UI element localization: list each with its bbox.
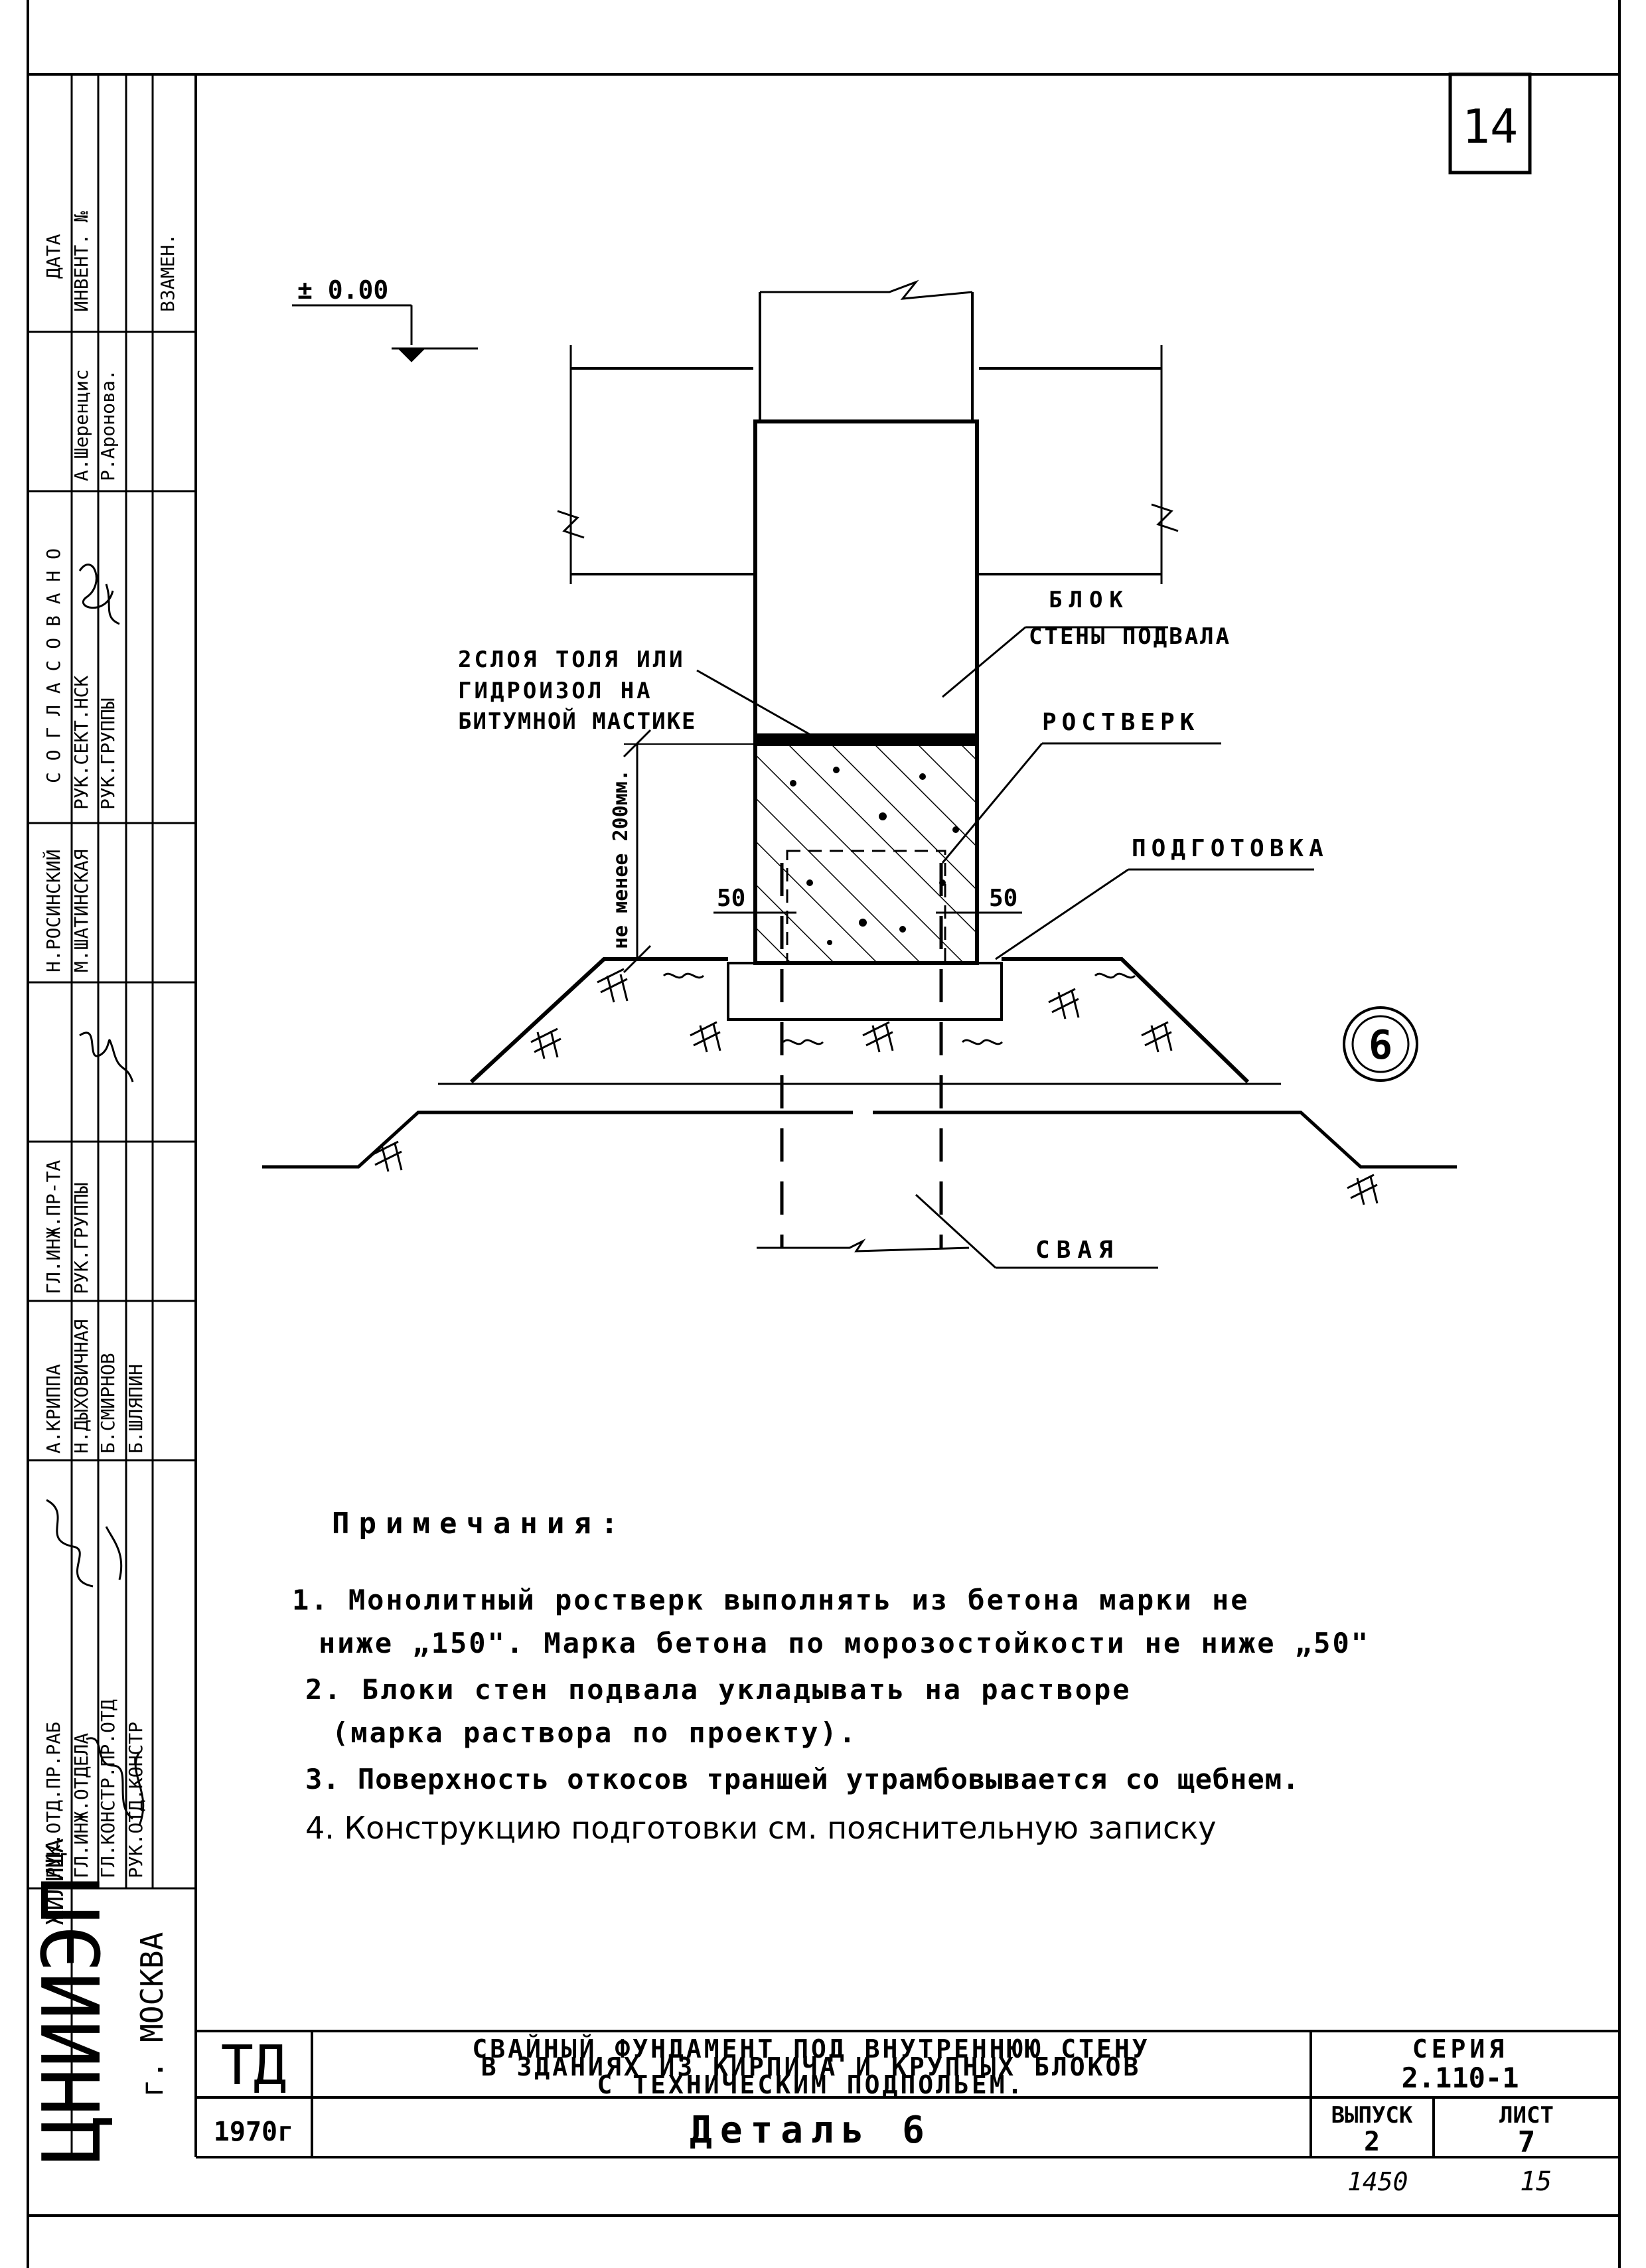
label-block-1: БЛОК — [1049, 587, 1130, 613]
level-mark: ± 0.00 — [297, 275, 388, 305]
note-3: 3. Поверхность откосов траншей утрамбовы… — [305, 1763, 1300, 1795]
notes: Примечания: 1. Монолитный ростверк выпол… — [292, 1507, 1370, 1846]
dim-right: 50 — [989, 885, 1017, 912]
issue-label: ВЫПУСК — [1331, 2102, 1413, 2129]
issue-value: 2 — [1364, 2127, 1380, 2157]
side-stamp-text: ДАТА ИНВЕНТ. № ВЗАМЕН. С О Г Л А С О В А… — [42, 211, 179, 1878]
note-2a: 2. Блоки стен подвала укладывать на раст… — [305, 1673, 1132, 1706]
svg-text:ИНВЕНТ. №: ИНВЕНТ. № — [70, 211, 92, 312]
dim-min-depth: не менее 200мм. — [609, 769, 633, 949]
svg-text:ГЛ.ИНЖ.ПР-ТА: ГЛ.ИНЖ.ПР-ТА — [42, 1160, 64, 1294]
bottom-right-code: 15 — [1520, 2166, 1552, 2197]
label-block-2: СТЕНЫ ПОДВАЛА — [1029, 623, 1231, 650]
svg-text:ВЗАМЕН.: ВЗАМЕН. — [157, 234, 179, 312]
doc-title-2: В ЗДАНИЯХ ИЗ КИРПИЧА И КРУПНЫХ БЛОКОВ — [481, 2052, 1141, 2081]
svg-text:Н.ДЫХОВИЧНАЯ: Н.ДЫХОВИЧНАЯ — [70, 1320, 92, 1454]
label-waterproofing-1: 2СЛОЯ ТОЛЯ ИЛИ — [458, 646, 686, 673]
note-1a: 1. Монолитный ростверк выполнять из бето… — [292, 1584, 1250, 1616]
detail-mark: 6 — [1369, 1022, 1392, 1069]
sheet-value: 7 — [1518, 2125, 1536, 2159]
svg-text:РУК.ГРУППЫ: РУК.ГРУППЫ — [70, 1182, 92, 1294]
svg-text:Р.Аронова.: Р.Аронова. — [97, 369, 119, 481]
series-value: 2.110-1 — [1401, 2062, 1519, 2094]
label-grillage: РОСТВЕРК — [1042, 709, 1199, 736]
svg-text:А.КРИППА: А.КРИППА — [42, 1364, 64, 1454]
title-block — [194, 2030, 1619, 2158]
org-suffix: ЖИЛИЩА — [42, 1839, 69, 1925]
svg-text:ГЛ.КОНСТР.ПР.ОТД: ГЛ.КОНСТР.ПР.ОТД — [97, 1699, 119, 1878]
sheet-label: ЛИСТ — [1499, 2102, 1554, 2129]
bottom-left-code: 1450 — [1347, 2167, 1408, 2196]
title-block-text: ТД 1970г СВАЙНЫЙ ФУНДАМЕНТ ПОД ВНУТРЕННЮ… — [214, 2034, 1554, 2159]
side-stamp — [28, 74, 196, 2157]
svg-text:С О Г Л А С О В А Н О: С О Г Л А С О В А Н О — [42, 548, 64, 783]
svg-text:РУК.ГРУППЫ: РУК.ГРУППЫ — [97, 698, 119, 810]
label-waterproofing-3: БИТУМНОЙ МАСТИКЕ — [458, 708, 697, 735]
svg-text:РУК.ОТД.ПР.РАБ: РУК.ОТД.ПР.РАБ — [42, 1722, 64, 1878]
label-bedding: ПОДГОТОВКА — [1132, 835, 1329, 862]
org-city: г. МОСКВА — [134, 1932, 170, 2097]
svg-text:Б.СМИРНОВ: Б.СМИРНОВ — [97, 1353, 119, 1454]
detail-drawing — [262, 279, 1457, 1269]
svg-text:ДАТА: ДАТА — [42, 234, 64, 279]
doc-title-1: СВАЙНЫЙ ФУНДАМЕНТ ПОД ВНУТРЕННЮЮ СТЕНУ — [472, 2034, 1150, 2064]
svg-text:Н.РОСИНСКИЙ: Н.РОСИНСКИЙ — [42, 850, 64, 972]
note-4: 4. Конструкцию подготовки см. пояснитель… — [305, 1810, 1216, 1846]
org-name: ЦНИИЭП — [27, 1876, 119, 2164]
page-number-box: 14 — [1448, 72, 1532, 175]
bottom-codes: 1450 15 — [1347, 2166, 1552, 2197]
doc-title-3: С ТЕХНИЧЕСКИМ ПОДПОЛЬЕМ. — [597, 2070, 1025, 2099]
drawing-labels: ± 0.00 БЛОК СТЕНЫ ПОДВАЛА 2СЛОЯ ТОЛЯ ИЛИ… — [297, 275, 1392, 1264]
label-pile: СВАЯ — [1035, 1237, 1120, 1264]
org-logo: ЦНИИЭП ЖИЛИЩА г. МОСКВА — [27, 1839, 170, 2164]
note-2b: (марка раствора по проекту). — [332, 1716, 858, 1749]
notes-title: Примечания: — [332, 1507, 627, 1541]
doc-year: 1970г — [214, 2117, 293, 2147]
concrete-dots — [790, 767, 959, 945]
svg-text:ГЛ.ИНЖ.ОТДЕЛА: ГЛ.ИНЖ.ОТДЕЛА — [70, 1733, 92, 1878]
side-stamp-signatures — [46, 564, 145, 1826]
svg-text:М.ШАТИНСКАЯ: М.ШАТИНСКАЯ — [70, 850, 92, 972]
page-number: 14 — [1462, 100, 1518, 154]
doc-subtitle: Деталь 6 — [690, 2109, 933, 2152]
label-waterproofing-2: ГИДРОИЗОЛ НА — [458, 678, 653, 704]
note-1b: ниже „150". Марка бетона по морозостойко… — [319, 1627, 1370, 1659]
sheet-frame — [27, 0, 1621, 2268]
svg-text:Б.ШЛЯПИН: Б.ШЛЯПИН — [125, 1364, 147, 1454]
svg-text:РУК.СЕКТ.НСК: РУК.СЕКТ.НСК — [70, 676, 92, 810]
doc-code: ТД — [221, 2034, 287, 2097]
soil-marks — [371, 968, 1379, 1205]
series-label: СЕРИЯ — [1412, 2034, 1508, 2064]
dim-left: 50 — [717, 885, 745, 912]
svg-text:А.Шеренцис: А.Шеренцис — [70, 369, 92, 481]
